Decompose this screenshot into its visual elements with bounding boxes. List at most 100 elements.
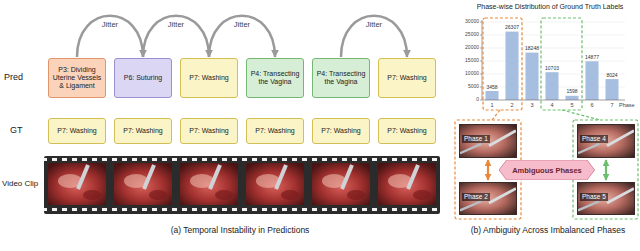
node-text: P7: Washing: [123, 127, 162, 135]
ambiguity-arrow: [605, 160, 607, 180]
axis-tick-label: 2: [510, 102, 513, 108]
bar-value: 26307: [505, 25, 519, 31]
tissue: [578, 183, 634, 214]
instrument: [489, 188, 516, 203]
bar: [586, 61, 599, 100]
axis-tick-label: 10000: [465, 71, 479, 77]
axis-tick-label: 1: [490, 102, 493, 108]
phase-box: P7: Washing: [312, 118, 370, 144]
instrument: [607, 188, 634, 203]
node-text: P7: Washing: [189, 74, 228, 82]
jitter-arrow: [77, 16, 143, 57]
axis-tick-label: 5: [570, 102, 573, 108]
node-text: P3: Dividing Uterine Vessels & Ligament: [52, 66, 102, 90]
node-text: P7: Washing: [321, 127, 360, 135]
jitter-arrow: [341, 16, 407, 57]
banner-outline: [499, 160, 595, 180]
node-text: Phase 2: [462, 193, 490, 201]
axis-tick: [480, 22, 482, 100]
bar-value: 8024: [606, 73, 617, 79]
node-text: Phase 5: [580, 193, 608, 201]
phase-image: Phase 5: [577, 182, 635, 215]
node-text: P4: Transecting the Vagina: [316, 70, 366, 86]
node-text: P4: Transecting the Vagina: [250, 70, 300, 86]
bar-chart: [480, 20, 625, 100]
bar: [566, 96, 579, 100]
axis-tick-label: 15000: [465, 58, 479, 64]
row-label: GT: [10, 126, 23, 136]
node-text: P7: Washing: [255, 127, 294, 135]
node-text: Phase 1: [462, 135, 490, 143]
video-frame: [180, 163, 238, 205]
axis-tick-label: 7: [610, 102, 613, 108]
bar: [546, 72, 559, 100]
phase-box: P4: Transecting the Vagina: [312, 58, 370, 98]
node-text: Ambiguous Phases: [512, 166, 582, 175]
axis-tick-label: 30000: [465, 19, 479, 25]
bar: [506, 32, 519, 100]
node-text: P7: Washing: [387, 127, 426, 135]
phase-box: P4: Transecting the Vagina: [246, 58, 304, 98]
phase-box: P7: Washing: [114, 118, 172, 144]
tissue: [578, 125, 634, 157]
instrument: [489, 131, 516, 146]
phase-box: P7: Washing: [180, 58, 238, 98]
bar: [486, 91, 499, 100]
instrument: [607, 131, 634, 146]
highlight-box: [483, 18, 522, 110]
panel-caption: (a) Temporal Instability in Predictions: [171, 226, 310, 235]
video-frame: [114, 163, 172, 205]
tissue: [460, 183, 516, 214]
ambiguity-banner: Ambiguous Phases: [499, 160, 595, 180]
video-frame: [312, 163, 370, 205]
instrument: [578, 144, 599, 153]
phase-box: P3: Dividing Uterine Vessels & Ligament: [48, 58, 106, 98]
film-strip: [44, 156, 440, 214]
phase-box: P7: Washing: [48, 118, 106, 144]
node-text: P7: Washing: [387, 74, 426, 82]
ambiguity-arrow: [487, 160, 489, 180]
bar-value: 14877: [585, 55, 599, 61]
bar-value: 10703: [545, 66, 559, 72]
chart-title: Phase-wise Distribution of Ground Truth …: [477, 3, 624, 11]
axis-tick-label: 20000: [465, 45, 479, 51]
highlight-link: [492, 110, 500, 120]
phase-image: Phase 2: [459, 182, 517, 215]
video-frame: [246, 163, 304, 205]
jitter-arrow: [143, 16, 209, 57]
instrument: [578, 201, 599, 210]
row-label: Pred: [4, 73, 23, 83]
phase-box: P7: Washing: [246, 118, 304, 144]
instrument: [460, 144, 481, 153]
panel-caption: (b) Ambiguity Across Imbalanced Phases: [471, 226, 626, 235]
video-frame: [48, 163, 106, 205]
phase-box: P7: Washing: [378, 58, 436, 98]
bar-value: 1598: [566, 89, 577, 95]
highlight-link: [562, 110, 600, 120]
film-perforation: [44, 208, 440, 211]
node-text: P7: Washing: [189, 127, 228, 135]
jitter-arrow: [209, 16, 275, 57]
tissue: [460, 125, 516, 157]
phase-image: Phase 4: [577, 124, 635, 158]
bar-value: 18248: [525, 46, 539, 52]
bar: [606, 79, 619, 100]
axis-tick-label: 5000: [468, 84, 479, 90]
axis-tick-label: 0: [476, 97, 479, 103]
row-label: Video Clip: [2, 180, 38, 189]
phase-box: P7: Washing: [378, 118, 436, 144]
axis-tick-label: 4: [550, 102, 553, 108]
instrument: [460, 201, 481, 210]
edge-label: Jitter: [365, 21, 383, 29]
node-text: Phase 4: [580, 135, 608, 143]
film-perforation: [44, 158, 440, 161]
node-text: P7: Washing: [57, 127, 96, 135]
highlight-box: [541, 18, 582, 110]
video-frame: [378, 163, 436, 205]
edge-label: Jitter: [233, 21, 251, 29]
axis-title: Phase: [619, 102, 635, 108]
bar-value: 3458: [486, 85, 497, 91]
axis-tick-label: 3: [530, 102, 533, 108]
phase-box: P7: Washing: [180, 118, 238, 144]
